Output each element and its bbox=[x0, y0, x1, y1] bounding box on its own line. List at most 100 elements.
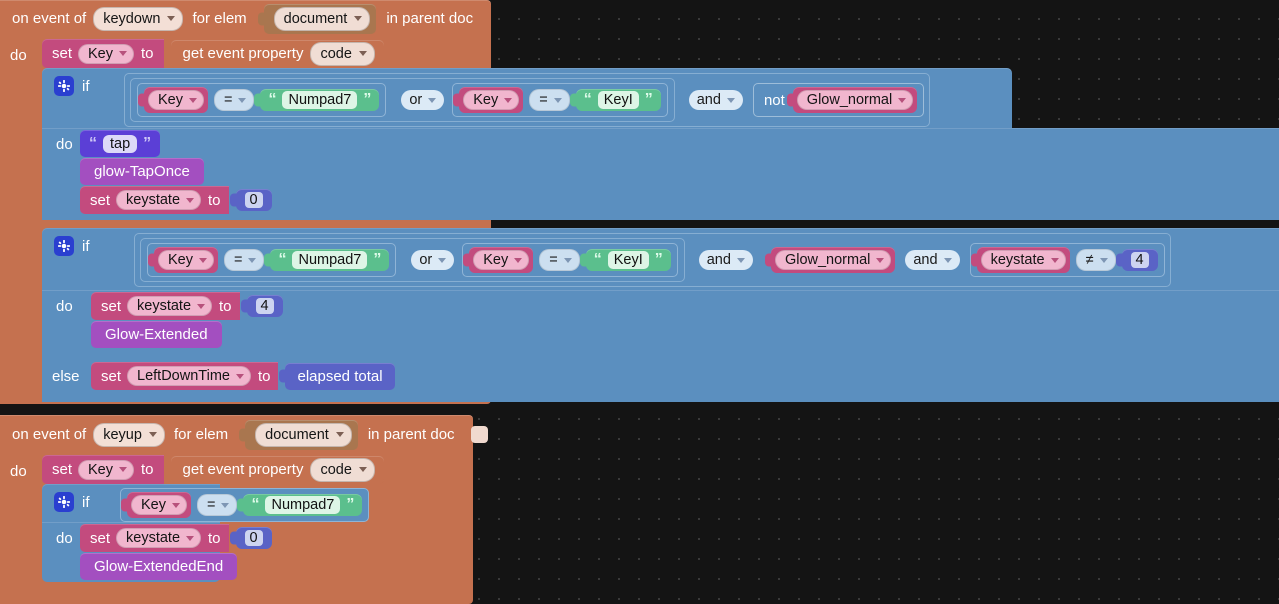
text-block-numpad7[interactable]: “ Numpad7 ” bbox=[270, 249, 390, 271]
if-1-compare-1[interactable]: Key = “ Numpad7 ” bbox=[137, 83, 387, 117]
parent-doc-checkbox[interactable] bbox=[470, 426, 488, 443]
comparison-operator-dropdown[interactable]: = bbox=[529, 89, 570, 111]
set-block[interactable]: set Key to bbox=[42, 39, 164, 68]
set-block[interactable]: set Key to bbox=[42, 455, 164, 484]
procedure-call-glow-extendedend[interactable]: Glow-ExtendedEnd bbox=[80, 553, 238, 580]
parent-doc-label: in parent doc bbox=[386, 10, 474, 27]
elem-socket[interactable]: document bbox=[263, 3, 377, 34]
if-2-compare-3[interactable]: keystate ≠ 4 bbox=[969, 243, 1165, 277]
comparison-operator-dropdown[interactable]: = bbox=[214, 89, 255, 111]
get-event-property-block[interactable]: get event property code bbox=[170, 39, 384, 68]
event-type-dropdown[interactable]: keydown bbox=[93, 6, 184, 31]
text-block-numpad7[interactable]: “ Numpad7 ” bbox=[260, 89, 380, 111]
statement-set-keystate-0b[interactable]: set keystate to 0 bbox=[80, 524, 272, 552]
set-block[interactable]: set keystate to bbox=[80, 524, 229, 552]
variable-getter-key[interactable]: Key bbox=[459, 87, 524, 113]
elapsed-total-block[interactable]: elapsed total bbox=[285, 362, 395, 390]
number-block[interactable]: 4 bbox=[246, 295, 283, 317]
and-operator-dropdown-2[interactable]: and bbox=[905, 250, 960, 270]
procedure-call-glow-taponce[interactable]: glow-TapOnce bbox=[80, 158, 204, 185]
variable-getter-glow-normal[interactable]: Glow_normal bbox=[792, 87, 918, 113]
statement-set-key-keyup[interactable]: set Key to get event property code bbox=[42, 455, 384, 484]
event-prefix-label: on event of bbox=[12, 426, 87, 443]
statement-set-leftdowntime[interactable]: set LeftDownTime to elapsed total bbox=[91, 362, 395, 390]
variable-getter-keystate[interactable]: keystate bbox=[976, 247, 1070, 273]
comparison-operator-dropdown[interactable]: = bbox=[224, 249, 265, 271]
if-1-compare-2[interactable]: Key = “ KeyI ” bbox=[452, 83, 668, 117]
chevron-down-icon bbox=[876, 257, 885, 263]
not-block[interactable]: not Glow_normal bbox=[752, 83, 925, 117]
variable-dropdown-key[interactable]: Key bbox=[78, 459, 135, 480]
statement-set-keystate-4[interactable]: set keystate to 4 bbox=[91, 292, 283, 320]
quote-close-icon: ” bbox=[644, 91, 653, 108]
elem-dropdown[interactable]: document bbox=[273, 6, 371, 31]
variable-getter-key[interactable]: Key bbox=[469, 247, 534, 273]
variable-getter-key[interactable]: Key bbox=[144, 87, 208, 113]
event-property-dropdown[interactable]: code bbox=[310, 457, 375, 482]
text-block-keyi[interactable]: “ KeyI ” bbox=[575, 89, 661, 111]
if-1-do-statements: “ tap ” glow-TapOnce set keystate to 0 bbox=[80, 130, 272, 214]
if-2-compare-1[interactable]: Key = “ Numpad7 ” bbox=[147, 243, 397, 277]
comparison-operator-dropdown[interactable]: = bbox=[539, 249, 580, 271]
gear-icon[interactable] bbox=[54, 492, 74, 512]
if-2-compare-2[interactable]: Key = “ KeyI ” bbox=[462, 243, 678, 277]
number-block[interactable]: 0 bbox=[235, 189, 272, 211]
variable-getter-key[interactable]: Key bbox=[127, 492, 191, 518]
procedure-call-glow-extended[interactable]: Glow-Extended bbox=[91, 321, 222, 348]
text-block-numpad7[interactable]: “ Numpad7 ” bbox=[243, 494, 363, 516]
get-event-property-block[interactable]: get event property code bbox=[170, 455, 384, 484]
variable-dropdown-key[interactable]: Key bbox=[78, 43, 135, 64]
statement-set-key-keydown[interactable]: set Key to get event property code bbox=[42, 39, 384, 68]
statement-set-keystate-0[interactable]: set keystate to 0 bbox=[80, 186, 272, 214]
for-elem-label: for elem bbox=[192, 10, 247, 27]
text-block-keyi[interactable]: “ KeyI ” bbox=[585, 249, 671, 271]
if-3-compare[interactable]: Key = “ Numpad7 ” bbox=[120, 488, 370, 522]
chevron-down-icon bbox=[221, 502, 230, 508]
if-1-or-group[interactable]: Key = “ Numpad7 ” or Key = bbox=[130, 78, 675, 122]
or-operator-dropdown[interactable]: or bbox=[411, 250, 455, 270]
elem-dropdown[interactable]: document bbox=[255, 422, 352, 447]
if-1-condition-and[interactable]: Key = “ Numpad7 ” or Key = bbox=[124, 73, 931, 127]
if-2-or-group[interactable]: Key = “ Numpad7 ” or Key = bbox=[140, 238, 685, 282]
variable-getter-key[interactable]: Key bbox=[154, 247, 218, 273]
number-block[interactable]: 0 bbox=[235, 527, 272, 549]
chevron-down-icon bbox=[1099, 257, 1108, 263]
event-type-dropdown[interactable]: keyup bbox=[93, 422, 165, 447]
quote-close-icon: ” bbox=[346, 496, 355, 513]
comparison-operator-dropdown[interactable]: = bbox=[197, 494, 238, 516]
if-2-condition-and[interactable]: Key = “ Numpad7 ” or Key = bbox=[134, 233, 1171, 287]
workspace-gap-1 bbox=[491, 0, 1279, 37]
gear-icon[interactable] bbox=[54, 76, 74, 96]
set-block[interactable]: set keystate to bbox=[91, 292, 240, 320]
event-property-dropdown[interactable]: code bbox=[310, 41, 375, 66]
number-block[interactable]: 4 bbox=[1121, 249, 1158, 271]
quote-open-icon: “ bbox=[89, 134, 97, 152]
set-block[interactable]: set LeftDownTime to bbox=[91, 362, 279, 390]
quote-open-icon: “ bbox=[268, 91, 277, 108]
chevron-down-icon bbox=[726, 97, 735, 103]
for-elem-label: for elem bbox=[173, 426, 229, 443]
text-block-tap[interactable]: “ tap ” bbox=[80, 130, 161, 157]
comparison-operator-dropdown[interactable]: ≠ bbox=[1075, 249, 1116, 271]
variable-getter-glow-normal[interactable]: Glow_normal bbox=[770, 247, 896, 273]
variable-dropdown-keystate[interactable]: keystate bbox=[127, 296, 213, 316]
and-operator-dropdown[interactable]: and bbox=[688, 90, 743, 110]
if-1-do-label: do bbox=[56, 136, 73, 153]
if-3-do-statements: set keystate to 0 Glow-ExtendedEnd bbox=[80, 524, 272, 580]
quote-open-icon: “ bbox=[278, 251, 287, 268]
variable-dropdown-keystate[interactable]: keystate bbox=[116, 528, 202, 548]
or-operator-dropdown[interactable]: or bbox=[401, 90, 445, 110]
to-label: to bbox=[208, 191, 221, 209]
gear-icon[interactable] bbox=[54, 236, 74, 256]
get-event-property-label: get event property bbox=[182, 45, 304, 62]
and-operator-dropdown[interactable]: and bbox=[698, 250, 753, 270]
variable-dropdown-keystate[interactable]: keystate bbox=[116, 190, 202, 210]
chevron-down-icon bbox=[335, 432, 344, 437]
variable-dropdown-leftdowntime[interactable]: LeftDownTime bbox=[127, 366, 251, 386]
set-block[interactable]: set keystate to bbox=[80, 186, 229, 214]
if-label: if bbox=[82, 237, 90, 255]
get-event-property-label: get event property bbox=[182, 461, 304, 478]
elem-socket[interactable]: document bbox=[245, 419, 358, 450]
chevron-down-icon bbox=[553, 97, 562, 103]
